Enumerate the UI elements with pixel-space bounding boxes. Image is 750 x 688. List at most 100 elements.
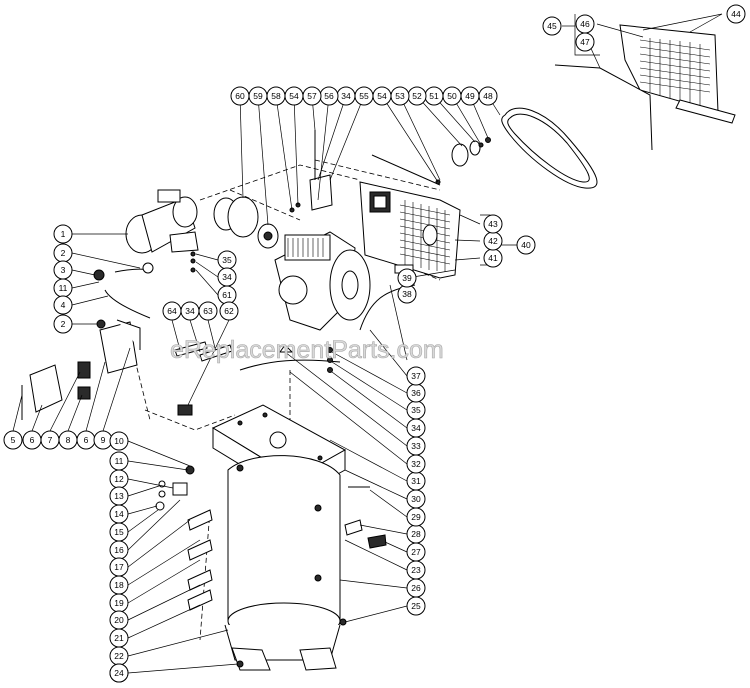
callout: 26 bbox=[406, 578, 426, 598]
callout-number: 61 bbox=[222, 290, 232, 300]
callout: 52 bbox=[407, 86, 427, 106]
callout-number: 22 bbox=[114, 651, 124, 661]
callout: 10 bbox=[109, 431, 129, 451]
callout-number: 38 bbox=[402, 289, 412, 299]
callout: 46 bbox=[575, 14, 595, 34]
callout: 34 bbox=[217, 267, 237, 287]
callout: 44 bbox=[726, 4, 746, 24]
callout-number: 58 bbox=[271, 91, 281, 101]
callout: 2 bbox=[53, 314, 73, 334]
callout: 5 bbox=[3, 430, 23, 450]
callout: 50 bbox=[442, 86, 462, 106]
callout: 15 bbox=[109, 522, 129, 542]
callout-number: 15 bbox=[114, 527, 124, 537]
callout: 31 bbox=[406, 471, 426, 491]
callout-number: 2 bbox=[61, 248, 66, 258]
callout: 23 bbox=[406, 560, 426, 580]
callout-number: 2 bbox=[61, 319, 66, 329]
callout-number: 59 bbox=[253, 91, 263, 101]
callout-number: 29 bbox=[411, 512, 421, 522]
callout: 21 bbox=[109, 628, 129, 648]
callout-number: 63 bbox=[203, 306, 213, 316]
callout: 48 bbox=[478, 86, 498, 106]
callout: 37 bbox=[406, 366, 426, 386]
callout-number: 24 bbox=[114, 668, 124, 678]
callout-number: 28 bbox=[411, 529, 421, 539]
callout: 14 bbox=[109, 504, 129, 524]
callout-number: 46 bbox=[580, 19, 590, 29]
callout-number: 32 bbox=[411, 459, 421, 469]
leader-lines bbox=[12, 13, 723, 674]
callout: 19 bbox=[109, 593, 129, 613]
callout: 25 bbox=[406, 596, 426, 616]
callout-number: 51 bbox=[429, 91, 439, 101]
callout: 61 bbox=[217, 285, 237, 305]
callout: 20 bbox=[109, 610, 129, 630]
callout: 58 bbox=[266, 86, 286, 106]
callout: 42 bbox=[483, 231, 503, 251]
callout: 9 bbox=[93, 430, 113, 450]
callout-number: 18 bbox=[114, 580, 124, 590]
compressor-pump bbox=[274, 231, 371, 331]
callout: 17 bbox=[109, 557, 129, 577]
callout-number: 14 bbox=[114, 509, 124, 519]
callout-number: 6 bbox=[84, 435, 89, 445]
callout: 22 bbox=[109, 646, 129, 666]
callout: 49 bbox=[460, 86, 480, 106]
callout-number: 44 bbox=[731, 9, 741, 19]
callout: 11 bbox=[53, 278, 73, 298]
brackets bbox=[174, 341, 233, 416]
callout-number: 23 bbox=[411, 565, 421, 575]
callout-number: 42 bbox=[488, 236, 498, 246]
callout: 3 bbox=[53, 260, 73, 280]
callout-number: 40 bbox=[521, 240, 531, 250]
belt-guard-front bbox=[554, 24, 736, 151]
callout: 24 bbox=[109, 663, 129, 683]
parts-drawing bbox=[21, 24, 736, 671]
callout: 34 bbox=[180, 301, 200, 321]
belt-guard-back bbox=[359, 181, 461, 279]
callout: 55 bbox=[354, 86, 374, 106]
callout: 40 bbox=[516, 235, 536, 255]
callout-number: 55 bbox=[359, 91, 369, 101]
callout-number: 35 bbox=[222, 255, 232, 265]
callout-number: 52 bbox=[412, 91, 422, 101]
callout: 41 bbox=[483, 248, 503, 268]
callout-number: 56 bbox=[324, 91, 334, 101]
callout-number: 34 bbox=[222, 272, 232, 282]
callout: 18 bbox=[109, 575, 129, 595]
callout: 35 bbox=[406, 400, 426, 420]
callout: 53 bbox=[390, 86, 410, 106]
callout-number: 30 bbox=[411, 494, 421, 504]
callout-number: 60 bbox=[235, 91, 245, 101]
callout-number: 50 bbox=[447, 91, 457, 101]
callout-number: 36 bbox=[411, 388, 421, 398]
callout: 27 bbox=[406, 542, 426, 562]
callout-number: 11 bbox=[115, 456, 124, 466]
callout: 54 bbox=[372, 86, 392, 106]
callout: 62 bbox=[219, 301, 239, 321]
callout-number: 10 bbox=[114, 436, 124, 446]
callout-number: 64 bbox=[167, 306, 177, 316]
callout: 35 bbox=[217, 250, 237, 270]
callout: 36 bbox=[406, 383, 426, 403]
callout-number: 16 bbox=[114, 545, 124, 555]
callout-number: 47 bbox=[580, 37, 590, 47]
callout-number: 43 bbox=[488, 219, 498, 229]
callout-number: 34 bbox=[411, 423, 421, 433]
callout-number: 11 bbox=[59, 283, 68, 293]
callout: 45 bbox=[542, 16, 562, 36]
callout: 63 bbox=[198, 301, 218, 321]
callout-number: 48 bbox=[483, 91, 493, 101]
small-fittings bbox=[93, 251, 333, 373]
tank-fittings bbox=[155, 465, 387, 668]
callout-number: 6 bbox=[30, 435, 35, 445]
callout: 6 bbox=[22, 430, 42, 450]
callout-number: 34 bbox=[341, 91, 351, 101]
callout-number: 53 bbox=[395, 91, 405, 101]
callout: 29 bbox=[406, 507, 426, 527]
callout-number: 12 bbox=[114, 474, 124, 484]
callout: 59 bbox=[248, 86, 268, 106]
callout: 2 bbox=[53, 243, 73, 263]
